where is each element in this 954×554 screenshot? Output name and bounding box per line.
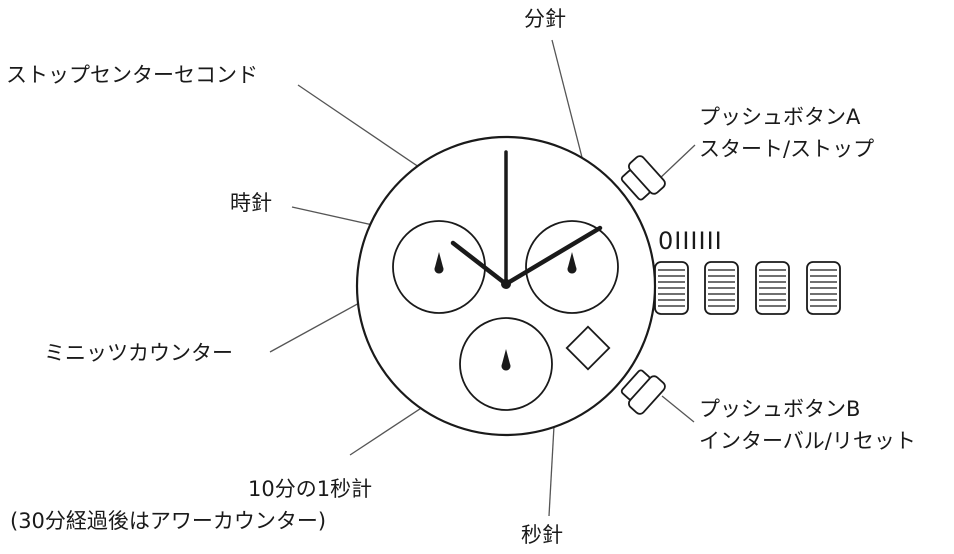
label-pushbutton-a-line2: スタート/ストップ <box>699 137 875 161</box>
subdial-hands <box>434 252 577 371</box>
label-pushbutton-a-line1: プッシュボタンA <box>699 105 861 129</box>
minute-hand <box>503 225 603 287</box>
second-subdial <box>525 220 619 314</box>
label-hour-hand: 時針 <box>230 191 272 215</box>
crown-position-2 <box>755 261 790 315</box>
date-window <box>565 325 611 371</box>
label-pushbutton-b-line1: プッシュボタンB <box>699 397 861 421</box>
label-stop-center-second: ストップセンターセコンド <box>6 63 258 87</box>
label-tenth-second-line1: 10分の1秒計 <box>248 477 373 501</box>
leader-pushbutton-b <box>661 395 695 423</box>
center-hands <box>450 150 603 287</box>
tenth-second-subdial <box>459 317 553 411</box>
crown-position-3 <box>806 261 841 315</box>
crown-positions <box>654 261 841 315</box>
hour-hand <box>450 240 509 287</box>
tenth-second-hand <box>501 349 511 371</box>
crown-position-label: 0IIIIII <box>658 227 723 255</box>
second-subdial-hand <box>567 252 577 274</box>
label-tenth-second-line2: (30分経過後はアワーカウンター) <box>10 509 327 533</box>
label-pushbutton-b-line2: インターバル/リセット <box>699 429 916 453</box>
crown-position-1 <box>704 261 739 315</box>
label-minute-hand: 分針 <box>524 7 566 31</box>
label-minute-counter: ミニッツカウンター <box>44 341 233 365</box>
pushbutton-a <box>620 155 666 201</box>
pushbutton-b <box>620 369 666 415</box>
leader-pushbutton-a <box>657 144 696 181</box>
label-second-hand: 秒針 <box>521 523 563 547</box>
crown-position-0 <box>654 261 689 315</box>
minute-counter-hand <box>434 252 444 274</box>
center-pivot <box>501 279 511 289</box>
